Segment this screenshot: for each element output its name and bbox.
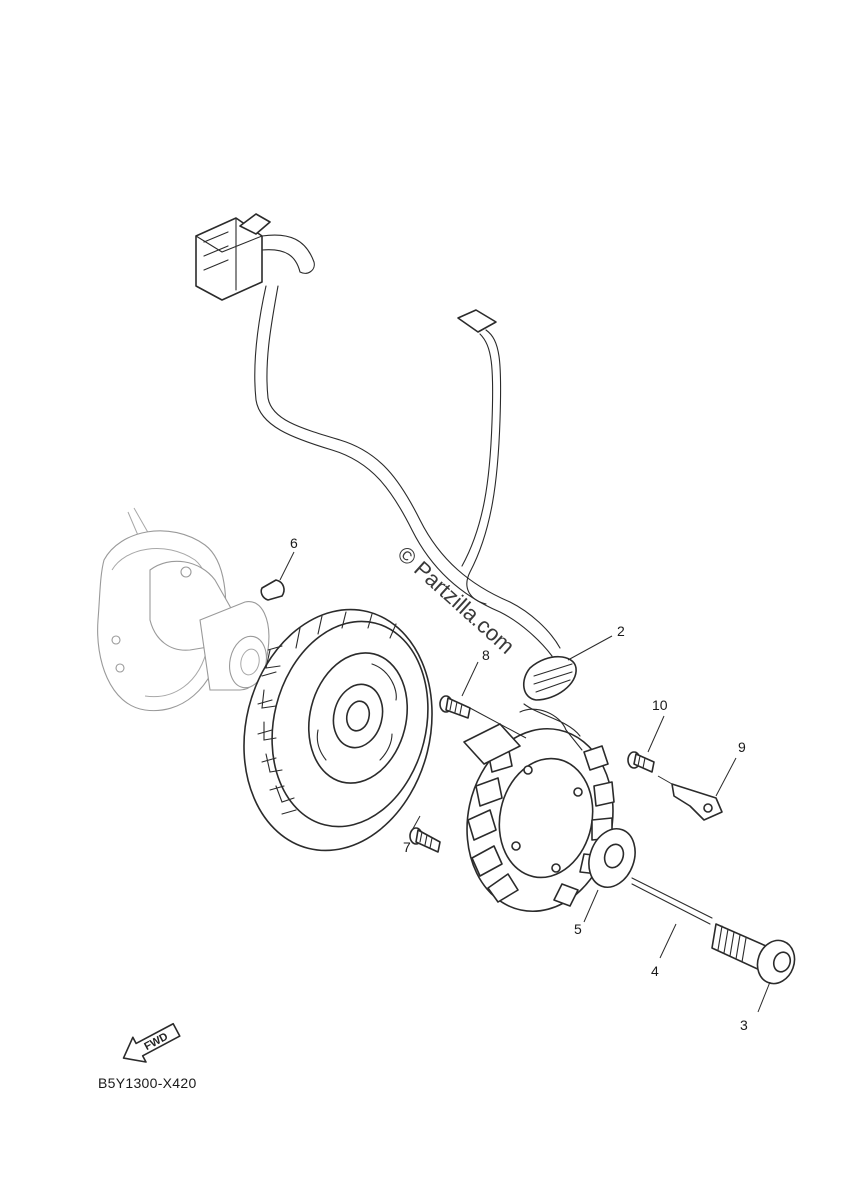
watermark-text: © Partzilla.com <box>393 541 520 659</box>
callout-7: 7 <box>403 839 411 855</box>
callout-6: 6 <box>290 535 298 551</box>
clamp-9 <box>671 783 723 821</box>
fwd-label: FWD <box>142 1031 170 1053</box>
callout-5: 5 <box>574 921 582 937</box>
stator-assembly <box>463 708 615 913</box>
callout-3: 3 <box>740 1017 748 1033</box>
pin-4 <box>631 877 713 925</box>
callouts: 2 3 4 5 6 7 8 9 10 <box>290 535 748 1033</box>
screw-7 <box>409 827 441 853</box>
rotor-flywheel <box>243 608 433 852</box>
screw-8 <box>439 695 471 719</box>
callout-2: 2 <box>617 623 625 639</box>
callout-4: 4 <box>651 963 659 979</box>
bolt-3 <box>711 923 796 985</box>
screw-10 <box>627 751 655 773</box>
washer-5 <box>588 828 636 888</box>
wiring-harness <box>195 213 581 737</box>
callout-9: 9 <box>738 739 746 755</box>
woodruff-key <box>260 579 285 601</box>
fwd-arrow-icon: FWD <box>122 1022 181 1063</box>
diagram-code: B5Y1300-X420 <box>98 1075 197 1091</box>
callout-8: 8 <box>482 647 490 663</box>
leader-lines <box>279 551 771 1013</box>
callout-10: 10 <box>652 697 668 713</box>
crankshaft-ghost <box>97 507 270 712</box>
